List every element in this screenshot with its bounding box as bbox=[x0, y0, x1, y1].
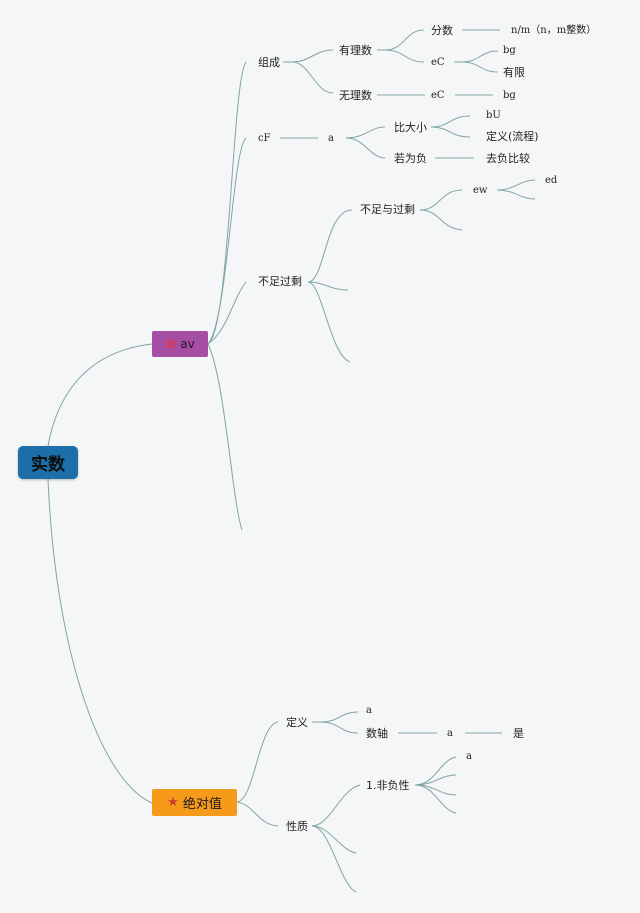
node-feifuxing-a[interactable]: a bbox=[466, 751, 472, 762]
branch-node-av[interactable]: ✿ av bbox=[152, 331, 208, 357]
node-definition-a[interactable]: a bbox=[366, 705, 372, 716]
node-bu[interactable]: bU bbox=[486, 110, 501, 121]
node-xingzhi[interactable]: 性质 bbox=[286, 820, 308, 833]
node-buzuguosheng[interactable]: 不足过剩 bbox=[258, 275, 302, 288]
flower-icon: ✿ bbox=[165, 336, 177, 352]
node-ec[interactable]: eC bbox=[431, 57, 445, 68]
node-fenshu[interactable]: 分数 bbox=[431, 24, 453, 37]
node-a[interactable]: a bbox=[328, 133, 334, 144]
node-dingyi[interactable]: 定义 bbox=[286, 716, 308, 729]
node-bidaxiao[interactable]: 比大小 bbox=[394, 121, 427, 134]
node-qufubijiao[interactable]: 去负比较 bbox=[486, 152, 530, 165]
node-bg-irrational[interactable]: bg bbox=[503, 90, 516, 101]
star-icon: ★ bbox=[167, 795, 179, 810]
node-bg[interactable]: bg bbox=[503, 45, 516, 56]
node-shuzhou-a[interactable]: a bbox=[447, 728, 453, 739]
node-wulishu[interactable]: 无理数 bbox=[339, 89, 372, 102]
node-ruoweifu[interactable]: 若为负 bbox=[394, 152, 427, 165]
node-feifuxing[interactable]: 1.非负性 bbox=[366, 779, 410, 792]
node-dingyi-liucheng[interactable]: 定义(流程) bbox=[486, 130, 539, 143]
node-youlishu[interactable]: 有理数 bbox=[339, 44, 372, 57]
node-zucheng[interactable]: 组成 bbox=[258, 56, 280, 69]
node-cf[interactable]: cF bbox=[258, 133, 271, 144]
branch-label: 绝对值 bbox=[182, 797, 222, 812]
node-shi[interactable]: 是 bbox=[513, 727, 524, 740]
node-shuzhou[interactable]: 数轴 bbox=[366, 727, 388, 740]
node-ew[interactable]: ew bbox=[473, 185, 488, 196]
node-buzuyuguosheng[interactable]: 不足与过剩 bbox=[360, 203, 415, 216]
node-fraction-def[interactable]: n/m（n，m整数） bbox=[511, 25, 597, 36]
node-ec-irrational[interactable]: eC bbox=[431, 90, 445, 101]
branch-node-absolute-value[interactable]: ★ 绝对值 bbox=[152, 789, 237, 816]
branch-label: av bbox=[180, 337, 195, 351]
node-youxian[interactable]: 有限 bbox=[503, 66, 525, 79]
node-ed[interactable]: ed bbox=[545, 175, 558, 186]
root-node[interactable]: 实数 bbox=[18, 446, 78, 479]
